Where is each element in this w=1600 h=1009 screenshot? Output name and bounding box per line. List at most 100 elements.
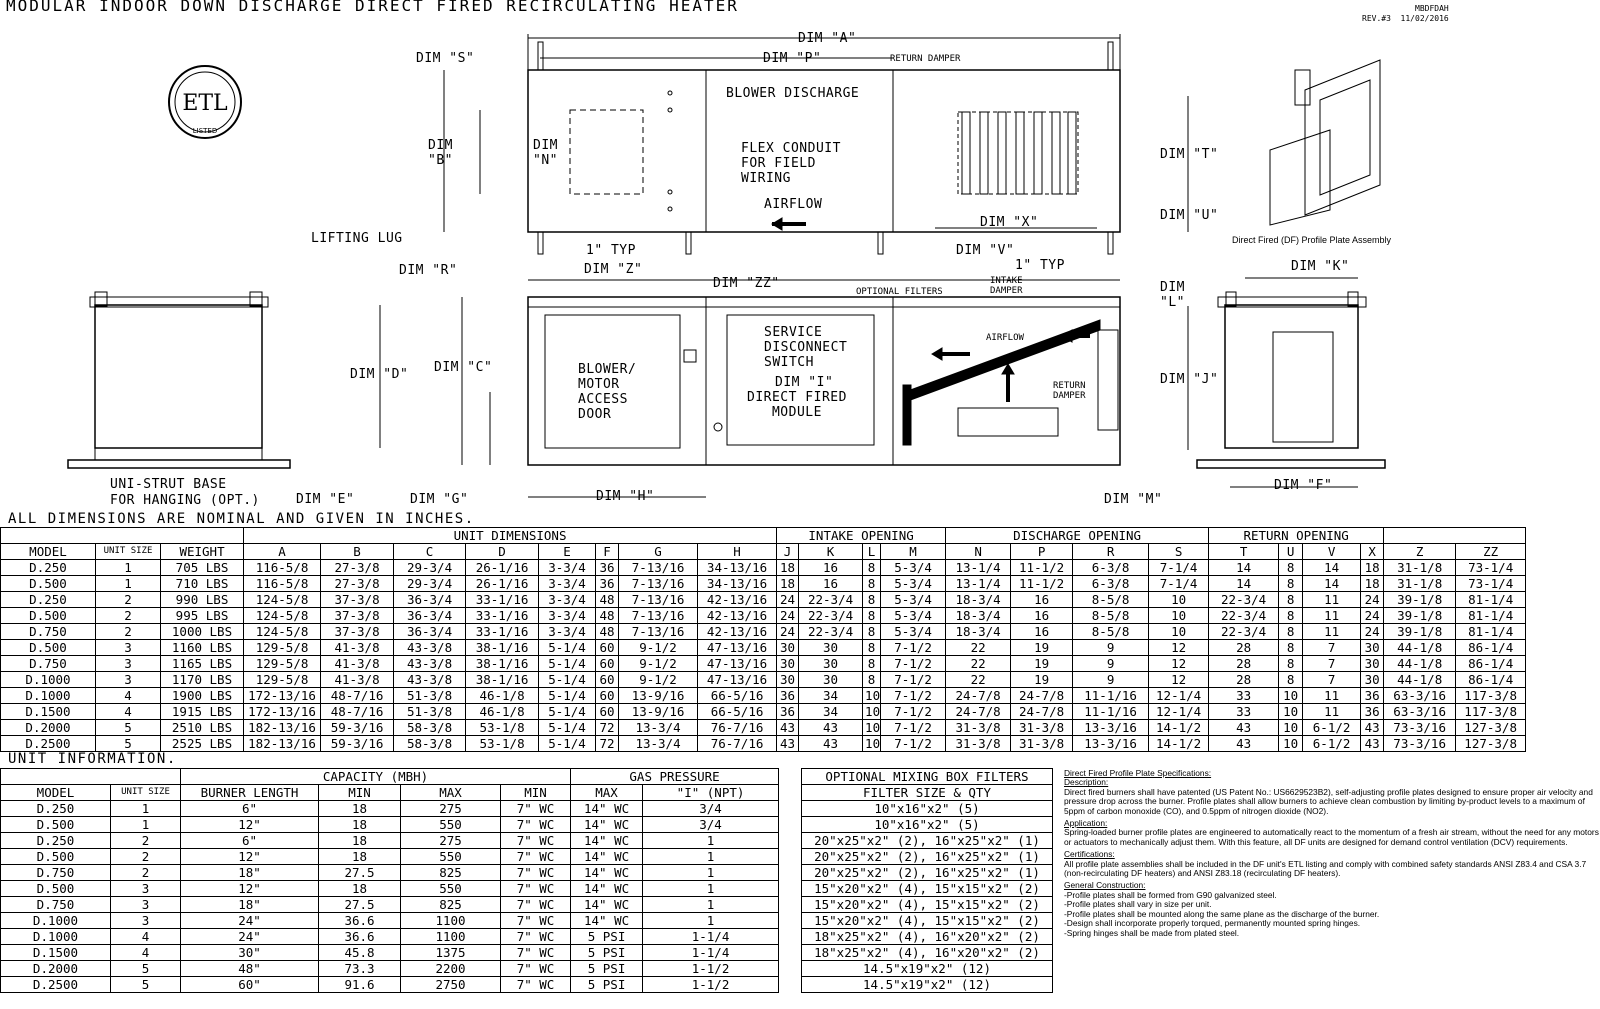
table-cell: 81-1/4 (1455, 607, 1527, 624)
table-cell: 3 (110, 896, 181, 913)
table-cell: D.1500 (0, 703, 96, 720)
table-cell: D.2000 (0, 719, 96, 736)
table-cell: 3/4 (642, 800, 780, 817)
table-cell: 5 (95, 735, 161, 752)
table-cell: 7" WC (499, 944, 572, 961)
filter-size-cell: 18"x25"x2" (4), 16"x20"x2" (2) (801, 944, 1053, 961)
table-cell: 53-1/8 (465, 719, 540, 736)
profile-plate-assembly-sketch (1269, 59, 1381, 226)
table-cell: 48" (180, 960, 319, 977)
table-cell: 7" WC (499, 800, 572, 817)
table-cell: 81-1/4 (1455, 591, 1527, 608)
table-cell: 36-3/4 (393, 623, 467, 640)
table-cell: 31-1/8 (1383, 575, 1457, 592)
table-cell: D.750 (0, 623, 96, 640)
table-cell: 29-3/4 (393, 575, 467, 592)
table-cell: 5-1/4 (538, 703, 597, 720)
table-cell: 172-13/16 (243, 703, 322, 720)
table-cell: 60 (595, 655, 620, 672)
table-cell: 91.6 (318, 976, 401, 993)
table-cell: 28 (1208, 655, 1280, 672)
table-cell: 1 (110, 816, 181, 833)
table-cell: 66-5/16 (697, 687, 778, 704)
table-cell: 5-1/4 (538, 719, 597, 736)
column-header: UNIT SIZE (95, 543, 161, 560)
table-cell: 36 (595, 559, 620, 576)
table-cell: 10 (1148, 591, 1210, 608)
table-cell: 5 PSI (570, 976, 644, 993)
table-cell: 24-7/8 (945, 687, 1012, 704)
table-cell: 18 (318, 816, 401, 833)
table-cell: 47-13/16 (697, 655, 778, 672)
table-cell: 72 (595, 719, 620, 736)
etl-logo-mark: ETL (182, 91, 228, 116)
table-cell: 36 (1360, 687, 1385, 704)
table-cell: 5-1/4 (538, 687, 597, 704)
table-cell: 24-7/8 (945, 703, 1012, 720)
column-header: N (945, 543, 1012, 560)
table-cell: 33-1/16 (465, 591, 540, 608)
table-row: 14.5"x19"x2" (12) (801, 960, 1053, 977)
table-cell: 5-3/4 (880, 559, 947, 576)
table-cell: 6-3/8 (1072, 575, 1150, 592)
column-header: P (1010, 543, 1074, 560)
table-cell: D.1000 (0, 687, 96, 704)
table-cell: 1100 (400, 912, 501, 929)
table-cell: 14 (1208, 559, 1280, 576)
table-cell: 43 (798, 735, 864, 752)
table-cell: 73.3 (318, 960, 401, 977)
table-cell: 8-5/8 (1072, 607, 1150, 624)
table-cell: 1 (642, 848, 780, 865)
table-cell: 31-1/8 (1383, 559, 1457, 576)
column-header: H (697, 543, 778, 560)
table-cell: 30 (1360, 639, 1385, 656)
return-damper-label-front: RETURN DAMPER (1053, 381, 1086, 401)
table-cell: 7" WC (499, 928, 572, 945)
table-cell: 10 (1148, 623, 1210, 640)
table-cell: 22 (945, 655, 1012, 672)
table-cell: 14 (1208, 575, 1280, 592)
profile-plate-caption: Direct Fired (DF) Profile Plate Assembly (1232, 235, 1392, 245)
table-cell: 48 (595, 591, 620, 608)
table-cell: 19 (1010, 671, 1074, 688)
table-cell: 2510 LBS (159, 719, 245, 736)
table-cell: 124-5/8 (243, 623, 322, 640)
table-cell: 14" WC (570, 832, 644, 849)
table-cell: 22-3/4 (1208, 591, 1280, 608)
column-group-header: RETURN OPENING (1208, 527, 1385, 544)
table-row: 20"x25"x2" (2), 16"x25"x2" (1) (801, 832, 1053, 849)
blower-discharge-label: BLOWER DISCHARGE (726, 86, 860, 101)
table-cell: 11 (1302, 607, 1362, 624)
table-cell: 5 (110, 976, 181, 993)
table-cell: 5 (110, 960, 181, 977)
table-cell: 116-5/8 (243, 559, 322, 576)
table-cell: 47-13/16 (697, 639, 778, 656)
table-cell: 13-3/4 (618, 719, 699, 736)
table-cell: 36 (595, 575, 620, 592)
flex-conduit-label: FLEX CONDUIT FOR FIELD WIRING (741, 141, 841, 186)
table-cell: 59-3/16 (320, 719, 395, 736)
filter-size-cell: 18"x25"x2" (4), 16"x20"x2" (2) (801, 928, 1053, 945)
table-cell: 8 (862, 591, 882, 608)
table-row: 15"x20"x2" (4), 15"x15"x2" (2) (801, 896, 1053, 913)
specs-certifications: All profile plate assemblies shall be in… (1064, 858, 1587, 879)
table-title-row: OPTIONAL MIXING BOX FILTERS (801, 768, 1053, 785)
table-cell: 8 (862, 655, 882, 672)
table-cell: 14 (1302, 575, 1362, 592)
table-cell: D.500 (0, 848, 111, 865)
table-cell: 73-3/16 (1383, 719, 1457, 736)
dim-p-label: DIM "P" (763, 51, 822, 66)
table-cell: 13-1/4 (945, 575, 1012, 592)
table-cell: 2 (110, 864, 181, 881)
table-cell: 38-1/16 (465, 639, 540, 656)
column-group-header: INTAKE OPENING (776, 527, 947, 544)
table-row: 20"x25"x2" (2), 16"x25"x2" (1) (801, 848, 1053, 865)
column-header: V (1302, 543, 1362, 560)
table-cell: 24 (1360, 591, 1385, 608)
